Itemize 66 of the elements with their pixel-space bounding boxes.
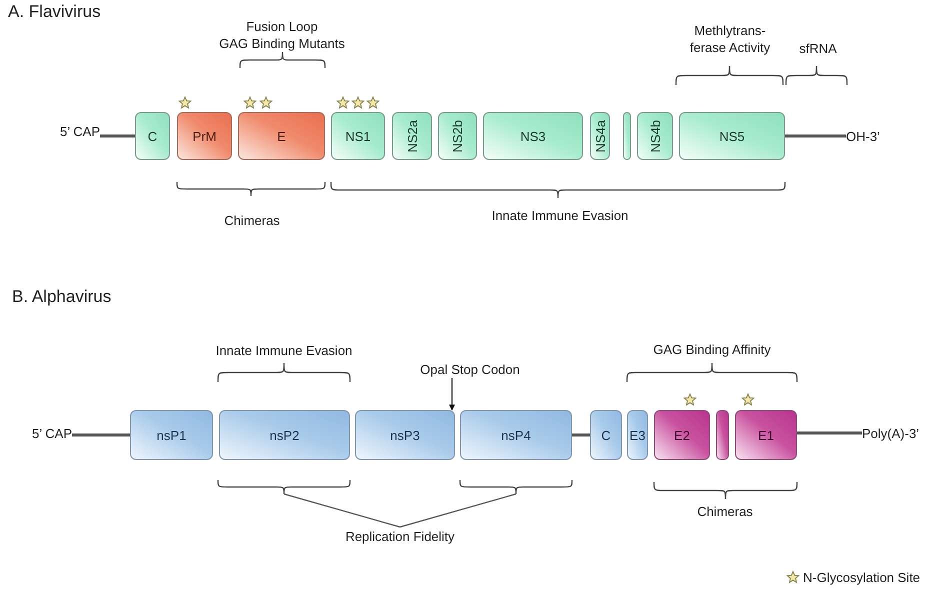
annotation-text: Fusion Loop: [245, 18, 319, 35]
gene-segment-box: [679, 112, 785, 160]
segment-label: NS4a: [594, 120, 606, 152]
gene-segment-box: [135, 112, 170, 160]
gene-segment-box: [460, 410, 572, 460]
segment-label: NS2a: [406, 120, 418, 152]
segment-label: C: [148, 130, 158, 142]
annotation-text: Opal Stop Codon: [405, 360, 535, 378]
annotation-text: sfRNA: [798, 40, 838, 57]
annotation-text: Chimeras: [223, 212, 281, 229]
rna-strand-line: [100, 134, 135, 138]
gene-segment-box: [438, 112, 477, 160]
segment-label: C: [601, 428, 611, 442]
gene-segment-box: [735, 410, 797, 460]
segment-box: [716, 410, 729, 460]
curly-bracket: [460, 480, 572, 494]
segment-label: NS4b: [648, 120, 662, 152]
gene-segment-box: [483, 112, 583, 160]
curly-bracket: [218, 480, 350, 494]
leader-line: [284, 493, 400, 528]
segment-label: E: [277, 130, 286, 142]
gene-segment-box: [637, 112, 673, 160]
annotation-text: GAG Binding Mutants: [218, 35, 346, 52]
rna-strand-line: [572, 434, 590, 436]
terminus-label: 5’ CAP: [8, 423, 72, 443]
segment-label: NS3: [520, 130, 546, 142]
rna-strand-line: [785, 134, 846, 138]
leader-line: [400, 493, 516, 528]
gene-segment-box: [219, 410, 350, 460]
segment-label: E2: [674, 428, 690, 442]
segment-label: NS5: [719, 130, 745, 142]
rna-strand-line: [797, 432, 862, 434]
segment-label: NS1: [345, 130, 371, 142]
gene-segment-box: [590, 112, 610, 160]
annotation-text: Innate Immune Evasion: [214, 342, 354, 359]
segment-label: E3: [630, 428, 646, 442]
gene-segment-box: [654, 410, 710, 460]
segment-label: nsP3: [390, 428, 420, 442]
arrow: [449, 378, 455, 411]
annotation-text: GAG Binding Affinity: [652, 341, 772, 358]
segment-box: [623, 112, 631, 160]
terminus-label: 5’ CAP: [28, 121, 100, 141]
annotation-text: Innate Immune Evasion: [490, 207, 630, 224]
segment-label: PrM: [192, 130, 216, 142]
annotation-text: Replication Fidelity: [330, 527, 470, 545]
segment-label: nsP4: [501, 428, 531, 442]
annotation-text: Methlytrans- ferase Activity: [688, 22, 772, 56]
segment-label: nsP2: [270, 428, 300, 442]
gene-segment-box: [355, 410, 455, 460]
segment-label: E1: [758, 428, 774, 442]
segment-label: nsP1: [156, 428, 186, 442]
annotation-text: Chimeras: [696, 503, 754, 520]
segment-label: NS2b: [451, 120, 464, 152]
terminus-label: OH-3’: [846, 126, 896, 146]
legend-text: N-Glycosylation Site: [803, 570, 920, 585]
gene-segment-box: [130, 410, 213, 460]
section-heading: B. Alphavirus: [12, 288, 112, 305]
gene-segment-box: [177, 112, 232, 160]
terminus-label: Poly(A)-3’: [862, 423, 938, 443]
section-heading: A. Flavivirus: [8, 3, 101, 20]
gene-segment-box: [392, 112, 432, 160]
gene-segment-box: [238, 112, 325, 160]
gene-segment-box: [590, 410, 622, 460]
gene-segment-box: [331, 112, 385, 160]
gene-segment-box: [627, 410, 648, 460]
rna-strand-line: [72, 434, 130, 436]
